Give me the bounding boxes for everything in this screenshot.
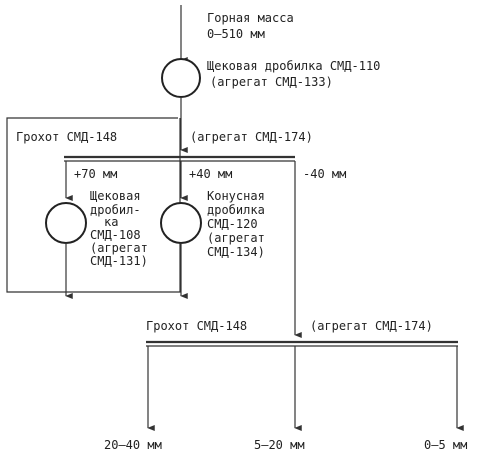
- input-label: Горная масса: [207, 11, 294, 25]
- cone-crusher-label-2: дробилка: [207, 203, 265, 217]
- screen2-name: Грохот СМД-148: [146, 319, 247, 333]
- jaw-crusher-label-1: Щековая: [90, 189, 141, 203]
- screen1-name: Грохот СМД-148: [16, 130, 117, 144]
- product-label-0-5: 0–5 мм: [424, 438, 467, 452]
- primary-crusher-label-2: (агрегат СМД-133): [210, 75, 333, 89]
- screen1-output-plus40: +40 мм: [189, 167, 232, 181]
- screen1-output-minus40: -40 мм: [303, 167, 346, 181]
- jaw-crusher-symbol: [45, 202, 87, 244]
- cone-crusher-label-5: СМД-134): [207, 245, 265, 259]
- cone-crusher-symbol: [160, 202, 202, 244]
- cone-crusher-label-3: СМД-120: [207, 217, 258, 231]
- primary-crusher-label-1: Щековая дробилка СМД-110: [207, 59, 380, 73]
- product-label-20-40: 20–40 мм: [104, 438, 162, 452]
- screen2-unit: (агрегат СМД-174): [310, 319, 433, 333]
- screen1-unit: (агрегат СМД-174): [190, 130, 313, 144]
- input-size: 0–510 мм: [207, 27, 265, 41]
- jaw-crusher-label-6: СМД-131): [90, 254, 148, 268]
- recycle-loop-line: [6, 117, 181, 293]
- product-label-5-20: 5–20 мм: [254, 438, 305, 452]
- jaw-crusher-label-5: (агрегат: [90, 241, 148, 255]
- screen1-output-plus70: +70 мм: [74, 167, 117, 181]
- primary-crusher-symbol: [161, 58, 201, 98]
- jaw-crusher-label-2: дробил-: [90, 203, 141, 217]
- cone-crusher-label-4: (агрегат: [207, 231, 265, 245]
- cone-crusher-label-1: Конусная: [207, 189, 265, 203]
- jaw-crusher-label-4: СМД-108: [90, 228, 141, 242]
- jaw-crusher-label-3: ка: [104, 215, 118, 229]
